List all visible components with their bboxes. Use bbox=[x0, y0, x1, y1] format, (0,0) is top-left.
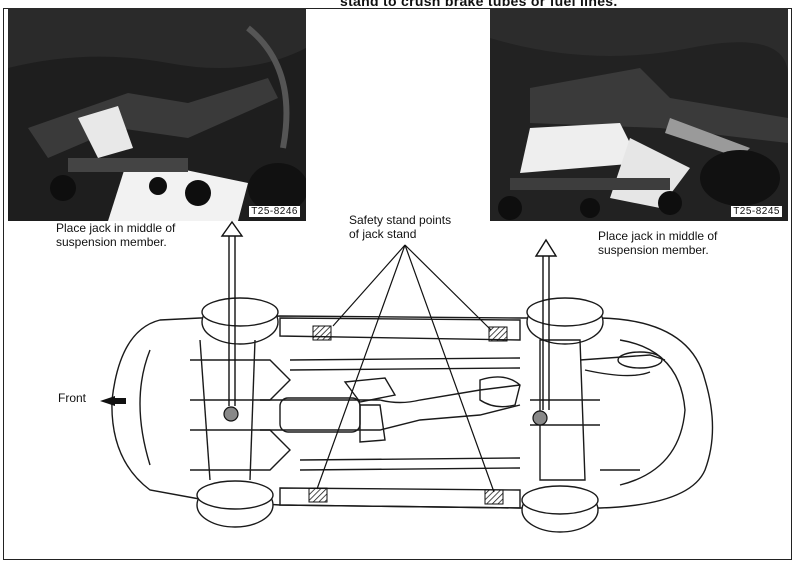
photo-code-right: T25-8245 bbox=[731, 206, 782, 217]
photo-front-jack: T25-8246 bbox=[8, 8, 306, 221]
photo-front-jack-graphic bbox=[8, 8, 306, 221]
front-label: Front bbox=[58, 391, 87, 405]
caption-right: Place jack in middle of suspension membe… bbox=[598, 229, 718, 257]
safety-stand-label: Safety stand points of jack stand bbox=[349, 213, 452, 241]
caption-left: Place jack in middle of suspension membe… bbox=[56, 221, 176, 249]
clipped-heading: stand to crush brake tubes or fuel lines… bbox=[340, 0, 618, 9]
photo-code-left: T25-8246 bbox=[249, 206, 300, 217]
photo-rear-jack-graphic bbox=[490, 8, 788, 221]
figure-frame bbox=[3, 8, 792, 560]
photo-rear-jack: T25-8245 bbox=[490, 8, 788, 221]
